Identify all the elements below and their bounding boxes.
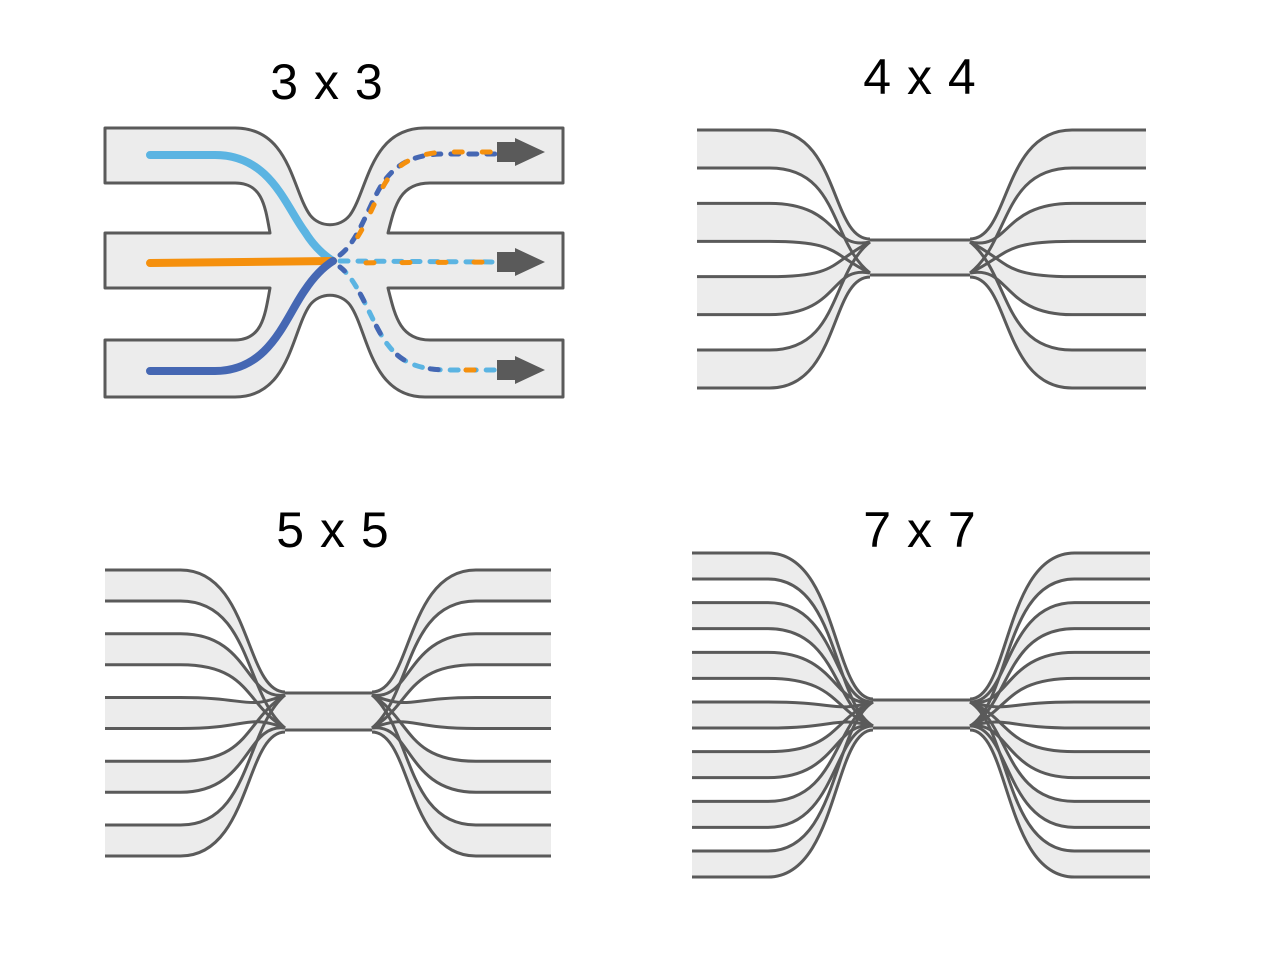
- diagram-label-4x4: 4 x 4: [863, 49, 977, 105]
- waveguide-edge: [969, 724, 1150, 780]
- waveguide-arm-fill: [970, 702, 1150, 778]
- coupler-core: [871, 700, 972, 728]
- waveguide-edge: [697, 128, 871, 241]
- waveguide-arm-fill: [372, 633, 551, 728]
- coupler-5x5: [105, 568, 551, 858]
- diagram-label-7x7: 7 x 7: [863, 502, 977, 558]
- waveguide-edge: [969, 676, 1150, 728]
- waveguide-arm-fill: [970, 702, 1150, 728]
- waveguide-edge: [697, 240, 871, 352]
- output-arrow-icon: [497, 248, 545, 276]
- path-orange-input: [146, 257, 337, 267]
- waveguide-arm-fill: [970, 130, 1146, 273]
- waveguide-edge: [371, 726, 551, 794]
- path-top-out-b: [342, 149, 498, 255]
- waveguide-edge: [969, 700, 1150, 853]
- waveguide-edge: [969, 650, 1150, 704]
- path-dark-blue-input: [146, 257, 337, 375]
- waveguide-edge: [692, 650, 874, 704]
- waveguide-arm-fill: [105, 695, 285, 793]
- waveguide-edge: [692, 700, 874, 709]
- waveguide-edge: [969, 601, 1150, 704]
- waveguide-edge: [692, 720, 874, 730]
- waveguide-arm-fill: [105, 695, 285, 729]
- waveguide-arm-fill: [372, 695, 551, 793]
- waveguide-edge: [105, 693, 286, 827]
- path-mid-out-b: [337, 259, 498, 266]
- waveguide-edge: [969, 551, 1150, 701]
- waveguide-edge: [371, 568, 551, 694]
- waveguide-arm-fill: [970, 702, 1150, 877]
- waveguide-edge: [371, 632, 551, 697]
- waveguide-edge: [692, 551, 874, 701]
- waveguide-arm-fill: [105, 633, 285, 728]
- waveguide-arm-fill: [970, 553, 1150, 726]
- waveguide-edge: [105, 693, 286, 705]
- waveguide-edge: [105, 730, 286, 858]
- waveguide-edge: [371, 693, 551, 705]
- coupler-7x7: [692, 551, 1150, 879]
- waveguide-edge: [105, 632, 286, 697]
- waveguide-edge: [969, 128, 1146, 241]
- waveguide-edge: [371, 693, 551, 827]
- waveguide-edge: [697, 201, 871, 245]
- waveguide-edge: [697, 275, 871, 390]
- waveguide-edge: [969, 240, 1146, 279]
- waveguide-edge: [371, 663, 551, 730]
- waveguide-arm-fill: [697, 242, 870, 315]
- waveguide-arm-fill: [697, 203, 870, 273]
- waveguide-edge: [371, 730, 551, 858]
- waveguide-edge: [697, 239, 871, 275]
- waveguide-edge: [969, 720, 1150, 730]
- waveguide-arm-fill: [697, 130, 870, 273]
- waveguide-edge: [969, 700, 1150, 803]
- waveguide-arm-fill: [372, 695, 551, 729]
- waveguide-edge: [105, 726, 286, 794]
- waveguide-edge: [692, 700, 874, 853]
- coupler-core: [868, 240, 972, 275]
- waveguide-arm-fill: [692, 702, 873, 877]
- waveguide-edge: [692, 728, 874, 879]
- waveguide-edge: [692, 601, 874, 704]
- diagram-label-3x3: 3 x 3: [270, 54, 384, 110]
- waveguide-edge: [105, 663, 286, 730]
- waveguide-edge: [692, 676, 874, 728]
- waveguide-edge: [969, 240, 1146, 352]
- waveguide-arm-fill: [692, 702, 873, 728]
- waveguide-edge: [371, 720, 551, 730]
- waveguide-edge: [969, 700, 1150, 754]
- diagram-label-5x5: 5 x 5: [276, 502, 390, 558]
- waveguide-edge: [697, 240, 871, 279]
- path-bottom-out-b: [337, 264, 498, 373]
- output-arrow-icon: [497, 356, 545, 384]
- coupler-core: [283, 693, 374, 730]
- waveguide-arm-fill: [970, 652, 1150, 726]
- waveguide-edge: [969, 201, 1146, 245]
- waveguide-edge: [692, 724, 874, 780]
- waveguide-edge: [969, 239, 1146, 275]
- waveguide-edge: [105, 693, 286, 763]
- path-light-blue-input: [146, 151, 337, 265]
- output-arrow-icon: [497, 138, 545, 166]
- waveguide-arm-fill: [692, 553, 873, 726]
- waveguide-edge: [969, 700, 1150, 709]
- waveguide-edge: [105, 720, 286, 730]
- waveguide-edge: [692, 700, 874, 754]
- waveguide-edge: [697, 270, 871, 317]
- coupler-4x4: [697, 128, 1146, 390]
- waveguide-edge: [969, 728, 1150, 879]
- waveguide-edge: [692, 700, 874, 803]
- waveguide-arm-fill: [970, 242, 1146, 315]
- waveguide-arm-fill: [970, 203, 1146, 273]
- coupler-3x3: [103, 126, 565, 399]
- waveguide-edge: [105, 568, 286, 694]
- waveguide-edge: [371, 693, 551, 763]
- waveguide-edge: [692, 724, 874, 829]
- waveguide-arm-fill: [692, 652, 873, 726]
- waveguide-edge: [969, 270, 1146, 317]
- waveguide-edge: [969, 724, 1150, 829]
- waveguide-arm-fill: [692, 702, 873, 778]
- waveguide-edge: [969, 275, 1146, 390]
